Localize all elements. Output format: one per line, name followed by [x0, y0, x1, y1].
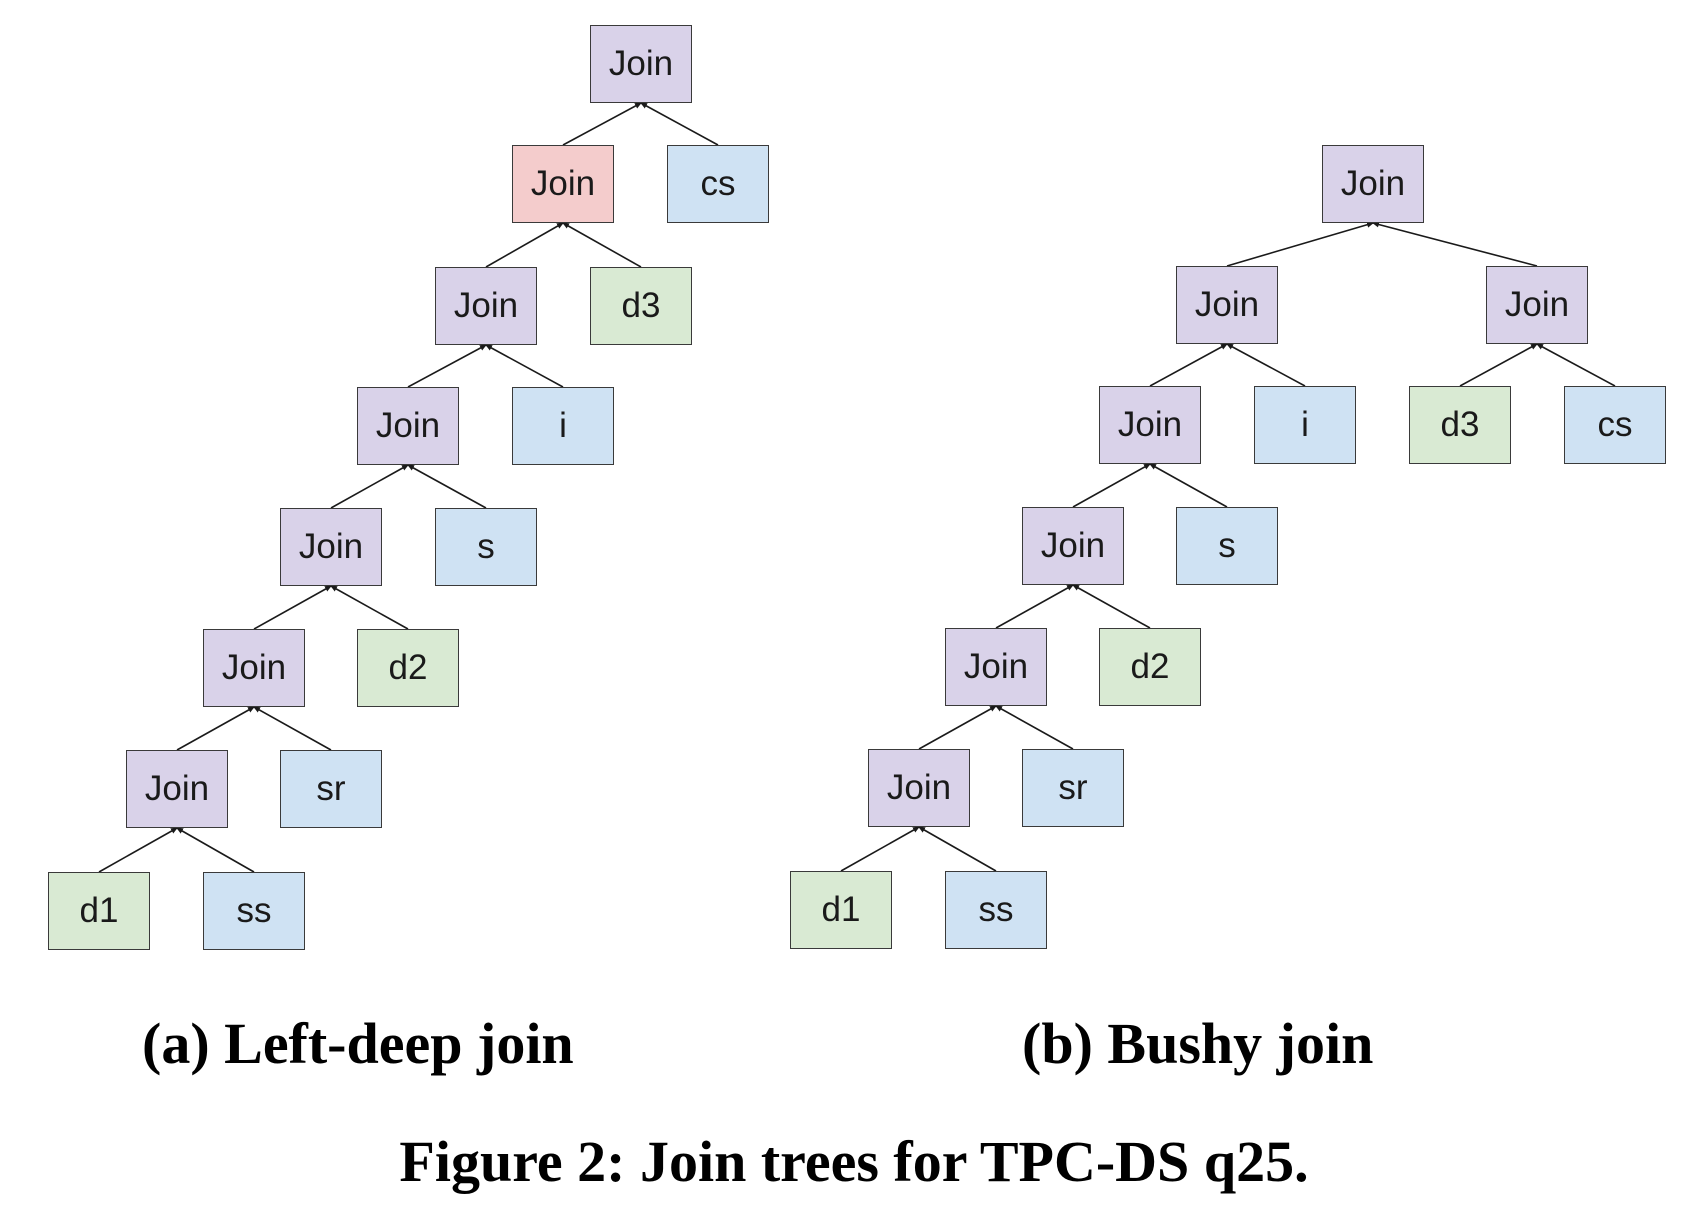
join-node: Join	[357, 387, 459, 465]
edge-a5-to-a2	[562, 222, 642, 268]
join-node: Join	[126, 750, 228, 828]
edge-a11-to-a8	[330, 585, 409, 630]
table-node-d1: d1	[790, 871, 892, 949]
edge-a10-to-a8	[253, 585, 332, 630]
table-node-i: i	[1254, 386, 1356, 464]
edge-b8-to-b4	[1072, 463, 1151, 508]
edge-b10-to-b8	[995, 584, 1074, 629]
edge-a2-to-a1	[562, 102, 642, 146]
table-node-d3: d3	[1409, 386, 1511, 464]
figure-caption: Figure 2: Join trees for TPC-DS q25.	[399, 1129, 1309, 1194]
join-node: Join	[1486, 266, 1588, 344]
table-node-s: s	[1176, 507, 1278, 585]
edge-b5-to-b2	[1226, 343, 1306, 387]
join-node: Join	[868, 749, 970, 827]
left-deep-caption: (a) Left-deep join	[142, 1011, 574, 1076]
table-node-d1: d1	[48, 872, 150, 950]
edge-a12-to-a10	[176, 706, 255, 751]
edge-b12-to-b10	[918, 705, 997, 750]
edge-a15-to-a12	[176, 827, 255, 873]
join-node: Join	[203, 629, 305, 707]
table-node-ss: ss	[203, 872, 305, 950]
table-node-s: s	[435, 508, 537, 586]
edge-b13-to-b10	[995, 705, 1074, 750]
join-node: Join	[1022, 507, 1124, 585]
join-node: Join	[945, 628, 1047, 706]
join-node: Join	[1176, 266, 1278, 344]
table-node-d2: d2	[357, 629, 459, 707]
edge-b4-to-b2	[1149, 343, 1228, 387]
edge-a3-to-a1	[640, 102, 719, 146]
join-node: Join	[590, 25, 692, 103]
edge-a8-to-a6	[330, 464, 409, 509]
edge-b15-to-b12	[918, 826, 997, 872]
join-node: Join	[1322, 145, 1424, 223]
edge-a6-to-a4	[407, 344, 487, 388]
join-node: Join	[280, 508, 382, 586]
edge-b2-to-b1	[1226, 221, 1374, 267]
edge-b7-to-b3	[1536, 343, 1616, 387]
edge-a4-to-a2	[485, 222, 564, 268]
join-node: Join	[435, 267, 537, 345]
edge-a14-to-a12	[98, 827, 178, 873]
table-node-cs: cs	[1564, 386, 1666, 464]
table-node-sr: sr	[280, 750, 382, 828]
edge-b11-to-b8	[1072, 584, 1151, 629]
table-node-cs: cs	[667, 145, 769, 223]
table-node-sr: sr	[1022, 749, 1124, 827]
table-node-d3: d3	[590, 267, 692, 345]
table-node-i: i	[512, 387, 614, 465]
edge-b9-to-b4	[1149, 463, 1228, 508]
table-node-d2: d2	[1099, 628, 1201, 706]
edge-a9-to-a6	[407, 464, 487, 509]
edge-a13-to-a10	[253, 706, 332, 751]
join-node: Join	[1099, 386, 1201, 464]
edge-a7-to-a4	[485, 344, 564, 388]
table-node-ss: ss	[945, 871, 1047, 949]
edge-b14-to-b12	[840, 826, 920, 872]
edge-b6-to-b3	[1459, 343, 1538, 387]
edge-b3-to-b1	[1372, 221, 1538, 267]
join-node: Join	[512, 145, 614, 223]
bushy-caption: (b) Bushy join	[1022, 1011, 1374, 1076]
